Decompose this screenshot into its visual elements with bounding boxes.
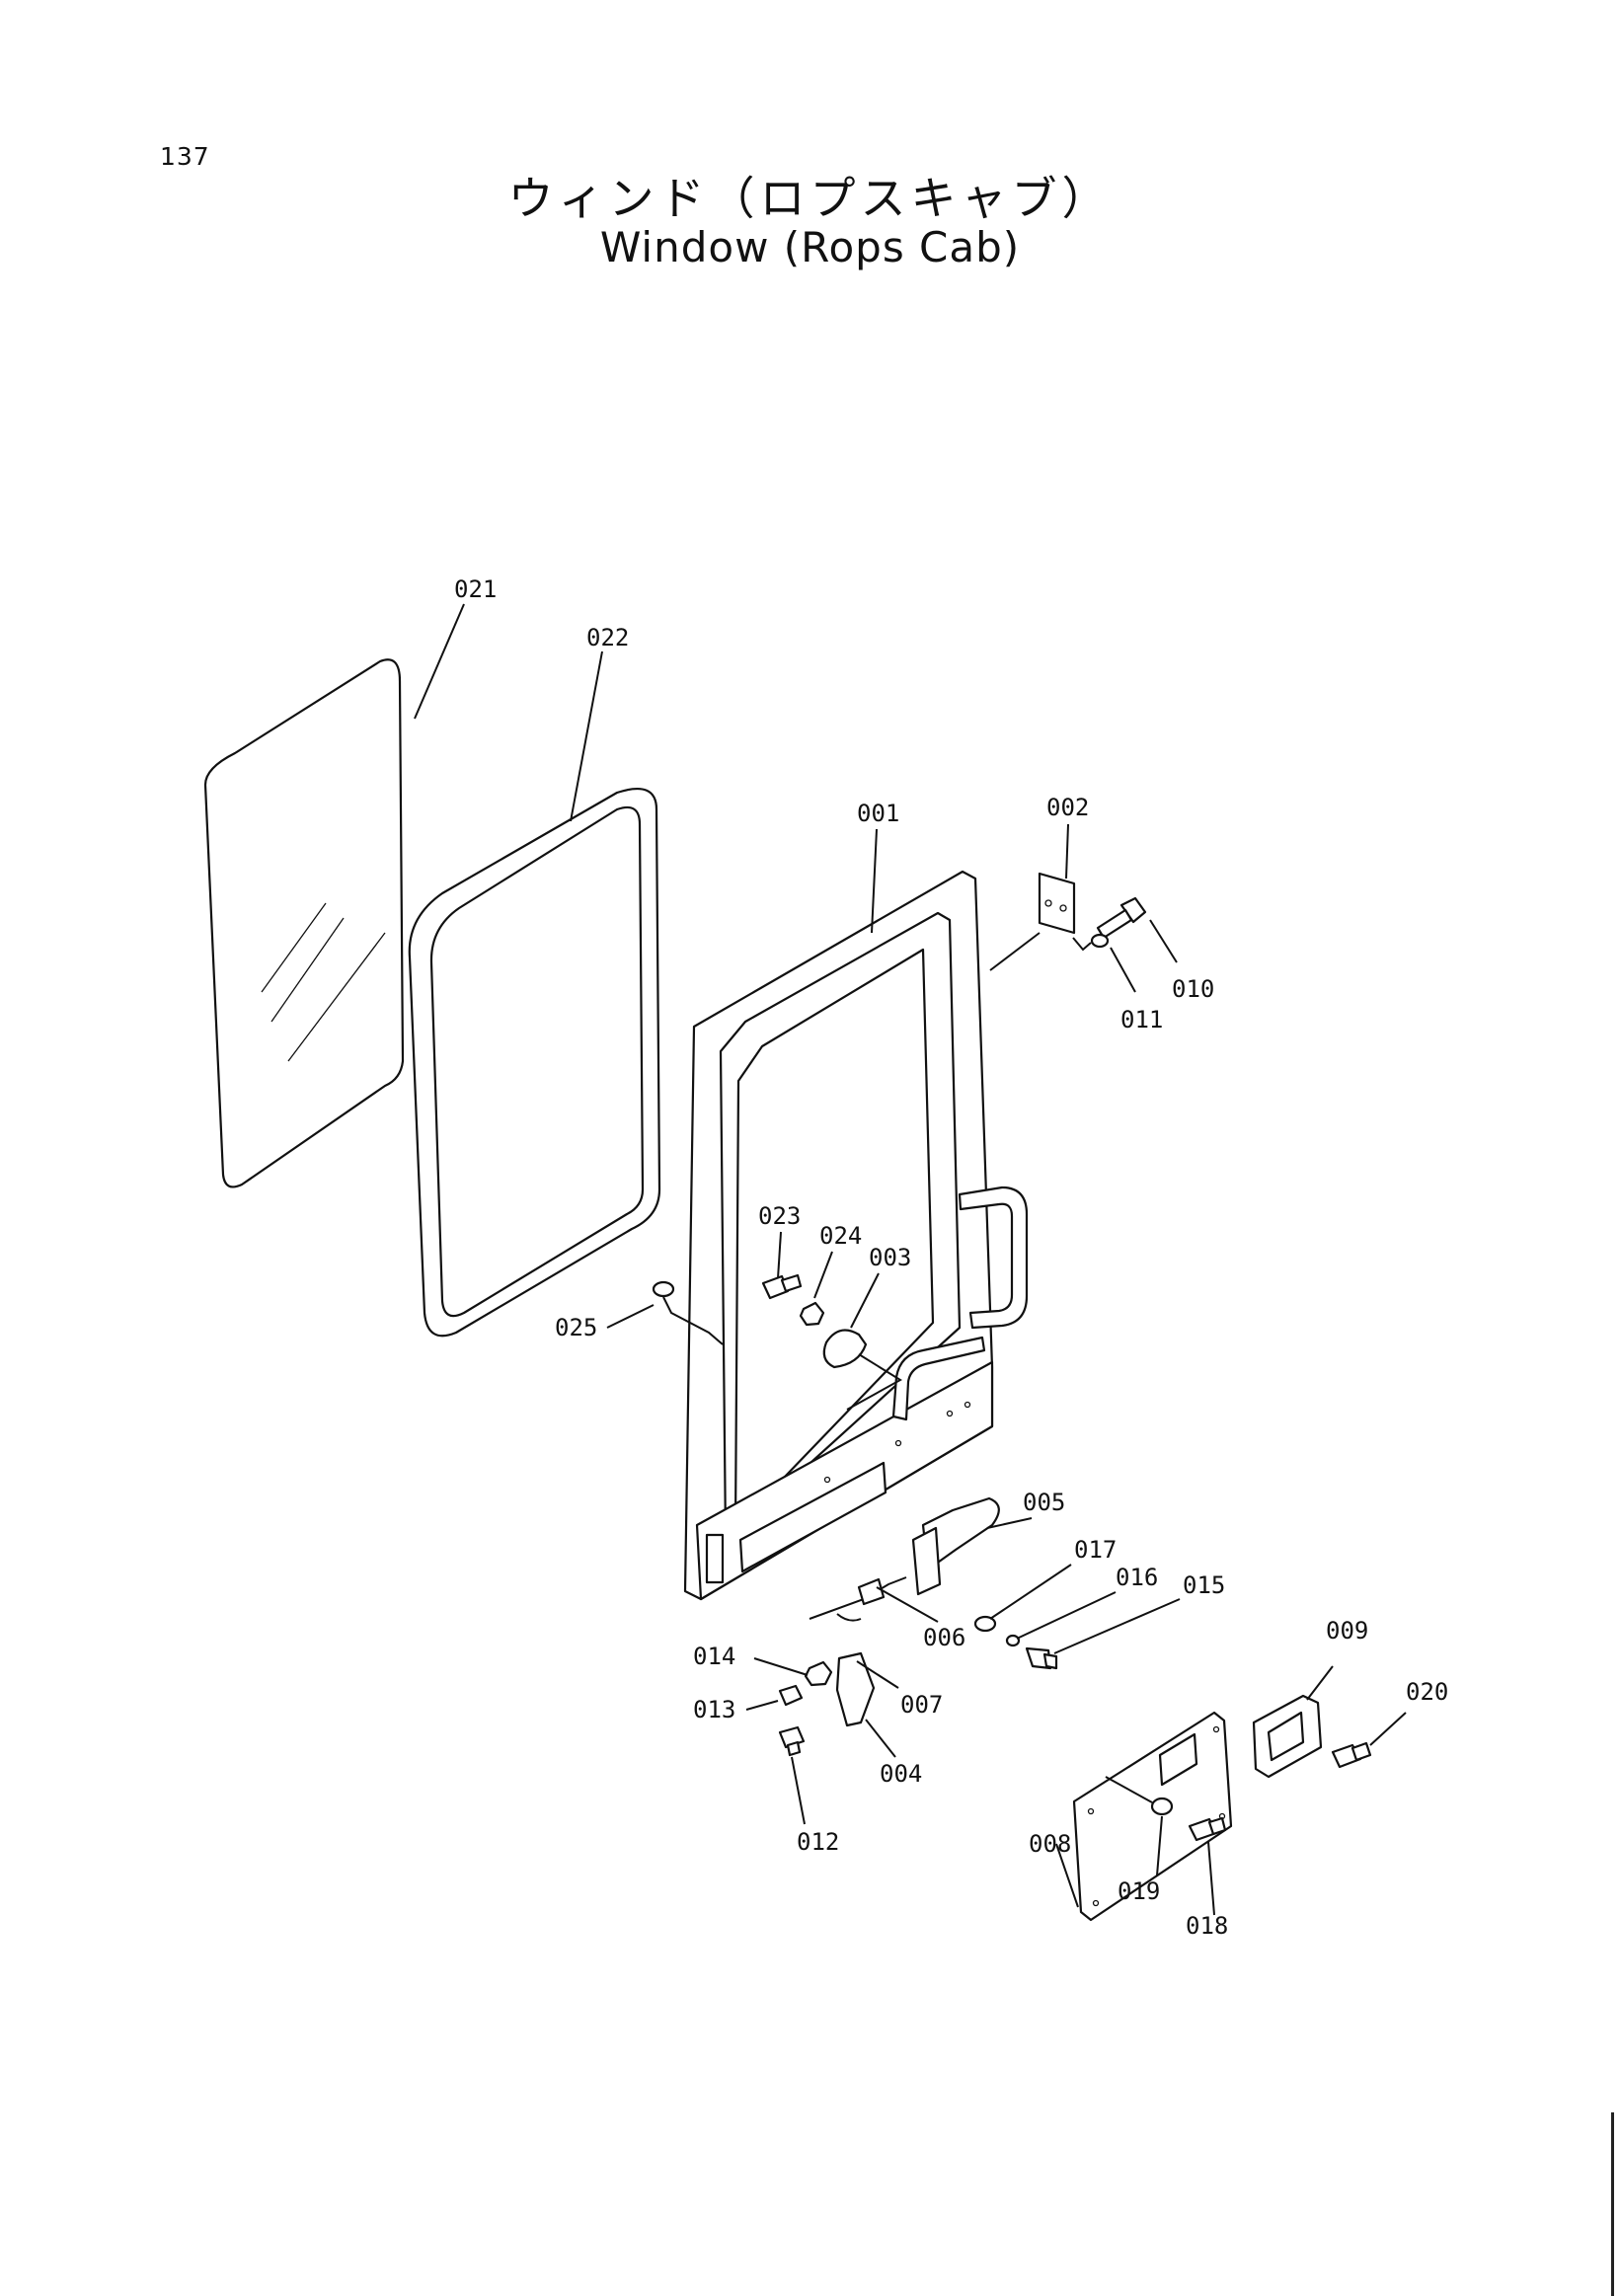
part-bolt-015 xyxy=(1025,1646,1058,1670)
leader-lines xyxy=(414,603,1407,1916)
part-plate-003 xyxy=(822,1329,868,1369)
callout-005: 005 xyxy=(1023,1489,1065,1516)
callout-019: 019 xyxy=(1118,1877,1160,1905)
part-washer-019 xyxy=(1150,1797,1174,1816)
callout-014: 014 xyxy=(693,1643,735,1670)
callout-labels: 021 022 001 002 010 011 023 024 003 025 … xyxy=(454,575,1448,1940)
callout-021: 021 xyxy=(454,575,497,603)
part-cover-plate-008 xyxy=(1072,1711,1233,1922)
part-window-seal xyxy=(408,788,661,1338)
callout-002: 002 xyxy=(1046,794,1089,821)
callout-008: 008 xyxy=(1029,1830,1071,1858)
part-door-frame xyxy=(683,870,994,1601)
part-hinge-plate xyxy=(1038,872,1076,935)
part-nut-024 xyxy=(799,1301,825,1327)
callout-020: 020 xyxy=(1406,1678,1448,1706)
callout-018: 018 xyxy=(1186,1912,1228,1940)
callout-013: 013 xyxy=(693,1696,735,1723)
title-japanese: ウィンド（ロプスキャブ） xyxy=(507,172,1113,225)
part-door-handle xyxy=(891,1186,1029,1421)
part-washer-017 xyxy=(973,1615,997,1633)
title-english: Window (Rops Cab) xyxy=(599,223,1021,271)
callout-009: 009 xyxy=(1326,1617,1368,1645)
part-screw-020 xyxy=(1331,1741,1372,1769)
callout-006: 006 xyxy=(923,1624,965,1651)
callout-016: 016 xyxy=(1116,1564,1158,1591)
callout-012: 012 xyxy=(797,1828,839,1856)
part-rod-006 xyxy=(809,1576,907,1620)
part-screw-018 xyxy=(1188,1816,1227,1842)
part-inner-handle-009 xyxy=(1252,1694,1323,1779)
callout-007: 007 xyxy=(900,1691,943,1719)
page-edge-mark xyxy=(1611,2112,1614,2296)
callout-017: 017 xyxy=(1074,1536,1117,1564)
callout-023: 023 xyxy=(758,1202,801,1230)
callout-010: 010 xyxy=(1172,975,1214,1003)
part-bolt-013 xyxy=(778,1684,804,1707)
callout-024: 024 xyxy=(819,1222,862,1250)
callout-003: 003 xyxy=(869,1244,911,1271)
part-bolt-012 xyxy=(778,1725,806,1757)
part-latch-005 xyxy=(911,1496,1000,1596)
part-bolt-023 xyxy=(761,1273,803,1300)
part-nut-014 xyxy=(804,1660,833,1687)
part-washer-011 xyxy=(1090,933,1110,949)
part-glass-pane xyxy=(203,658,405,1188)
page-number: 137 xyxy=(160,142,210,171)
callout-015: 015 xyxy=(1183,1571,1225,1599)
callout-004: 004 xyxy=(880,1760,922,1788)
part-stopper-025 xyxy=(652,1280,675,1298)
part-bolt-010 xyxy=(1096,896,1147,940)
part-washer-016 xyxy=(1005,1634,1021,1647)
callout-001: 001 xyxy=(857,800,899,827)
callout-022: 022 xyxy=(586,624,629,651)
callout-025: 025 xyxy=(555,1314,597,1341)
part-spring-007 xyxy=(836,1613,862,1622)
callout-011: 011 xyxy=(1120,1006,1163,1033)
part-striker-004 xyxy=(835,1651,876,1727)
